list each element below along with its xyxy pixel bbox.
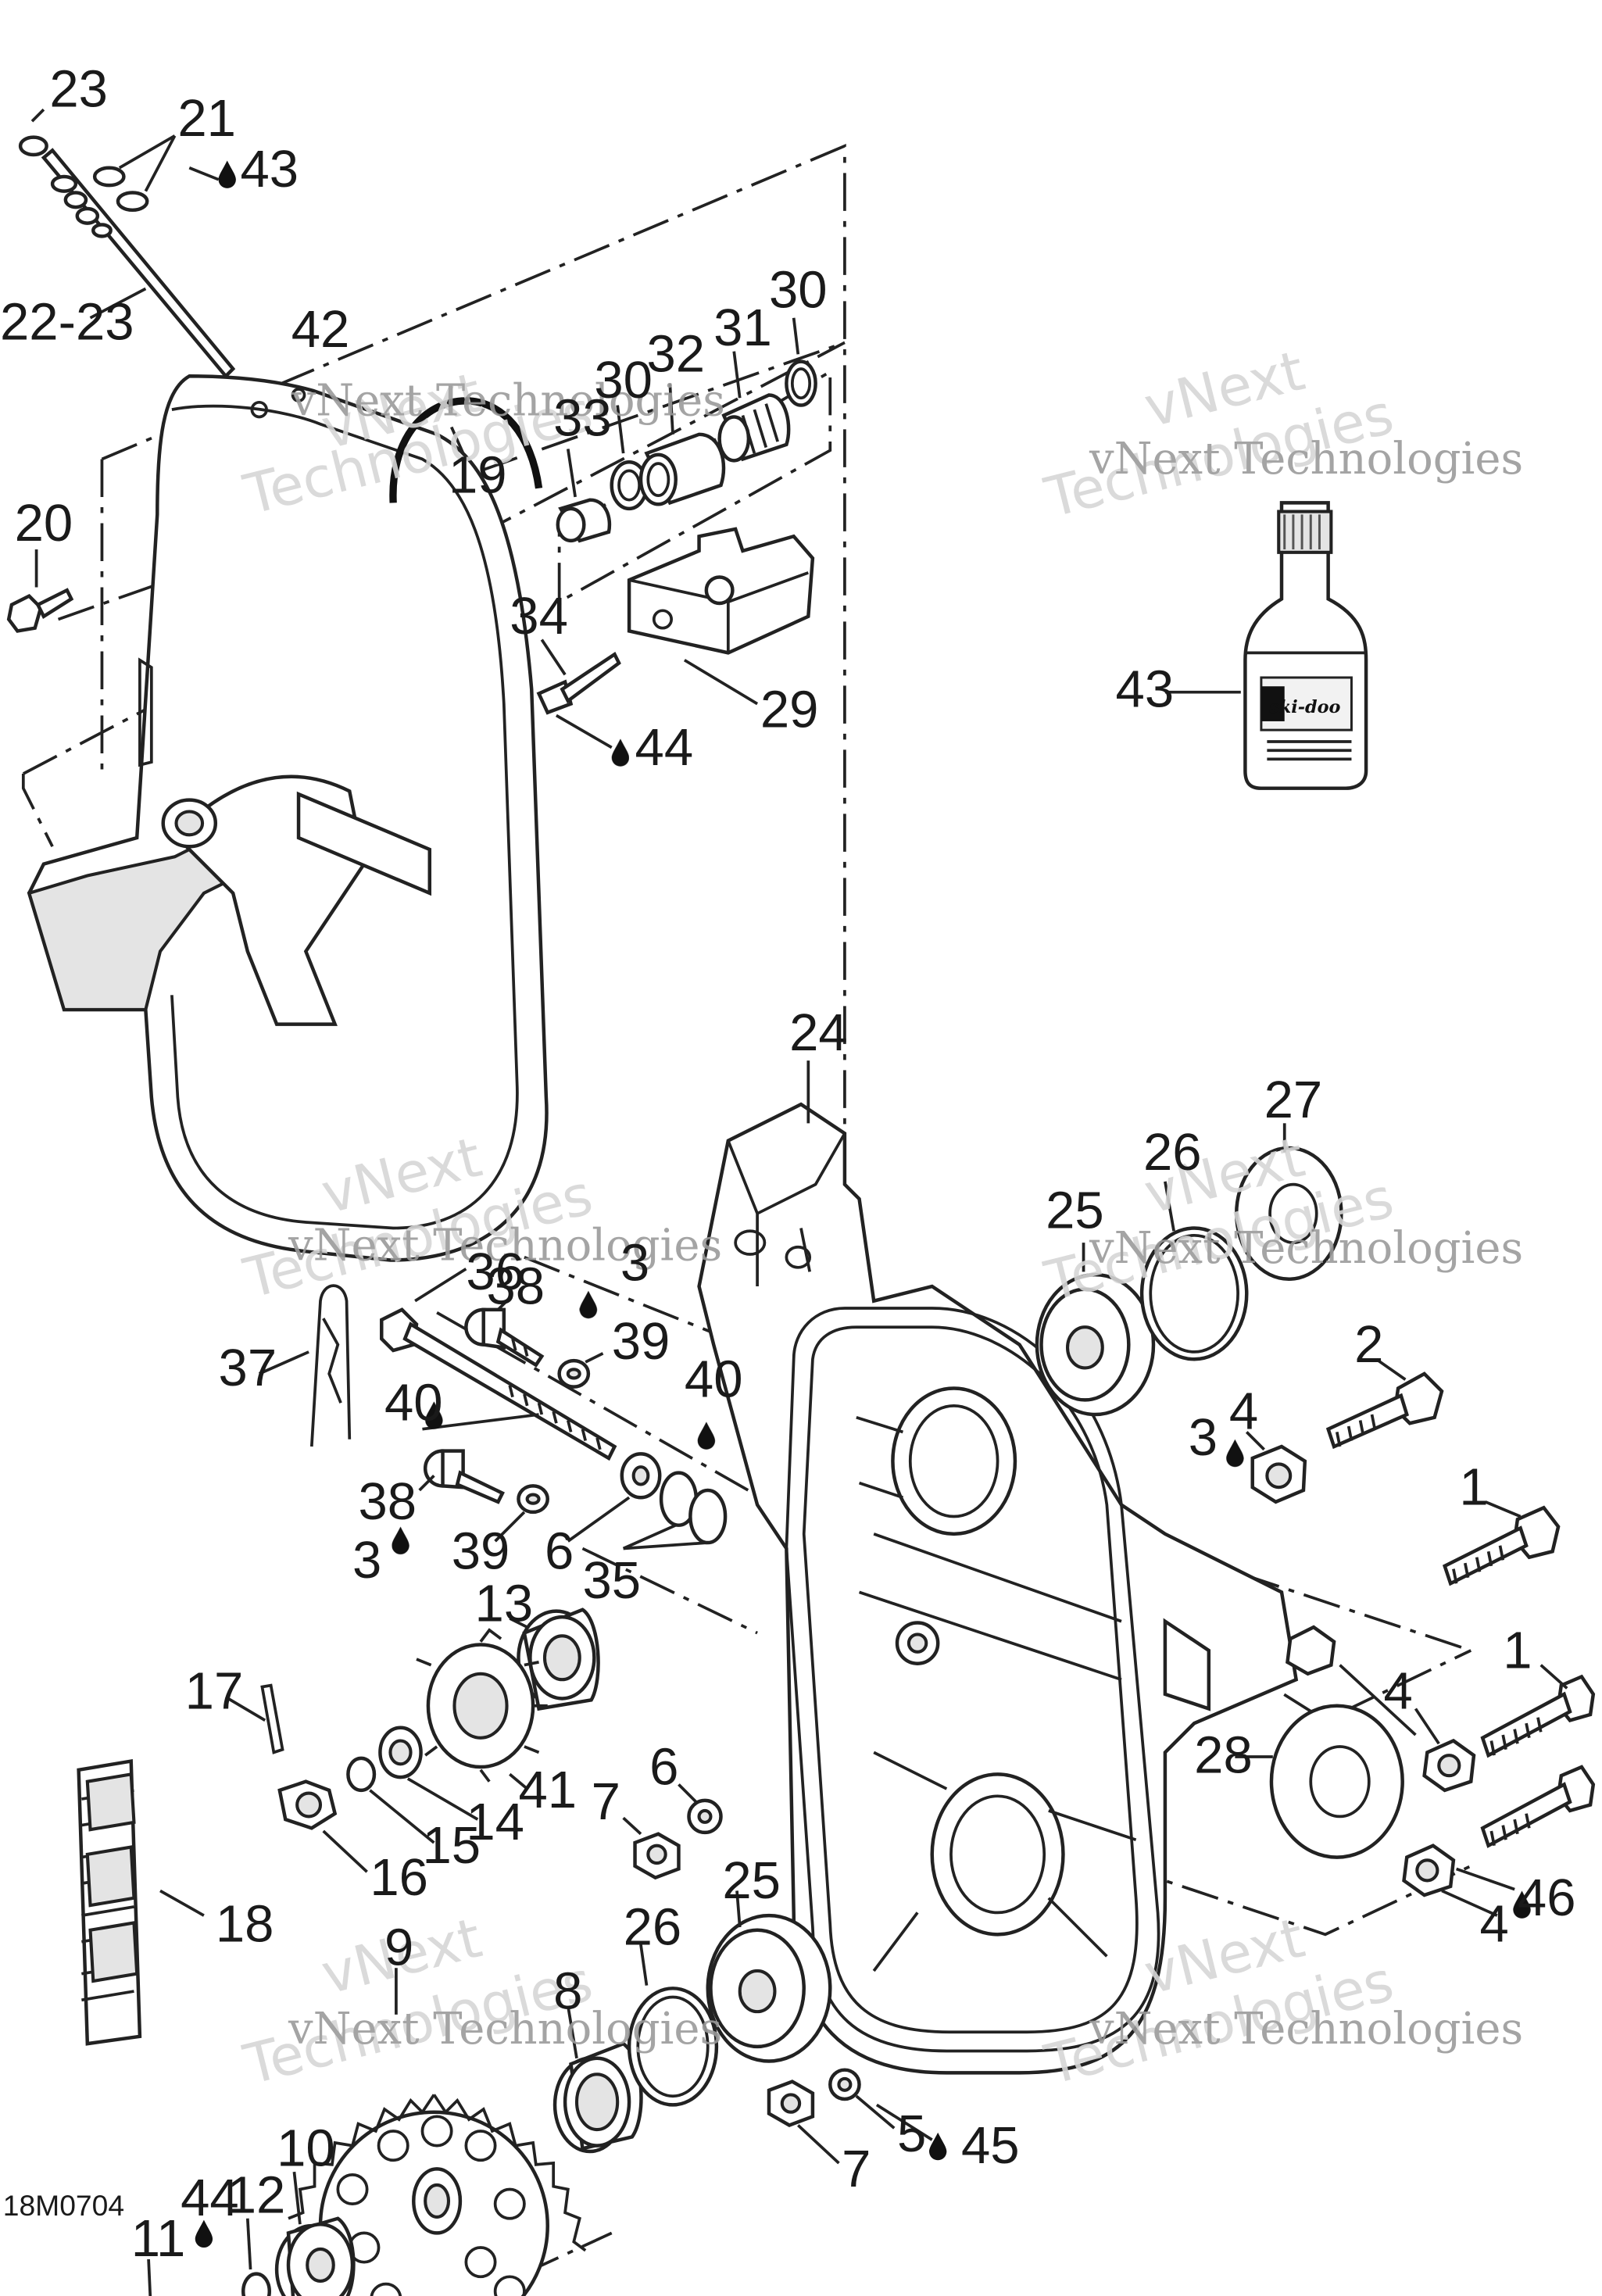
callout-label: 26: [624, 1897, 682, 1956]
drop-icon: [697, 1422, 716, 1450]
callout-label: 38: [486, 1257, 545, 1315]
callout-label: 34: [510, 587, 568, 646]
callout-label: 35: [582, 1551, 641, 1610]
drop-icon: [579, 1290, 598, 1319]
callout-label: 1: [1503, 1621, 1532, 1679]
callout-label: 11: [131, 2209, 186, 2268]
callout-label: 8: [553, 1962, 582, 2020]
callout-label: 43: [241, 140, 299, 198]
bottle-brand-label: ski-doo: [1268, 697, 1340, 717]
watermark-text: vNext Technologies: [1089, 2004, 1523, 2055]
drop-icon: [218, 160, 236, 188]
nut-washer-mid: [622, 1783, 723, 1880]
callout-label: 15: [422, 1816, 481, 1875]
callout-label: 4: [1383, 1662, 1412, 1721]
callout-label: 3: [352, 1531, 381, 1590]
callout-label: 37: [219, 1339, 277, 1397]
drop-icon: [929, 2132, 947, 2161]
drive-chain: [77, 1758, 205, 2046]
callout-label: 1: [1459, 1458, 1488, 1517]
callout-label: 12: [227, 2165, 286, 2224]
callout-label: 41: [518, 1761, 577, 1819]
callout-label: 39: [612, 1312, 670, 1371]
callout-label: 36: [466, 1243, 524, 1301]
chaincase-cover: [27, 374, 549, 1262]
upper-bushings: [556, 317, 817, 543]
callout-label: 30: [769, 261, 828, 320]
callout-label: 40: [384, 1374, 443, 1432]
callout-label: 6: [545, 1522, 574, 1581]
callout-label: 27: [1264, 1071, 1323, 1129]
fasteners-right: [1235, 1357, 1596, 1917]
watermark-text: vNext Technologies: [1089, 1223, 1523, 1274]
callout-label: 44: [635, 718, 694, 777]
callout-label: 4: [1479, 1895, 1508, 1954]
callout-label: 21: [177, 89, 236, 148]
callout-label: 6: [649, 1737, 678, 1796]
watermark-text: vNext Technologies: [288, 1221, 722, 1271]
wire-19: [389, 397, 543, 503]
callout-label: 32: [646, 325, 705, 384]
chaincase-housing: [697, 1060, 1299, 2075]
callout-label: 44: [181, 2169, 239, 2227]
drop-icon: [611, 739, 630, 767]
callout-label: 5: [897, 2105, 926, 2163]
callout-label: 30: [594, 351, 653, 409]
oil-bottle: [1164, 501, 1368, 790]
figure-code: 18M0704: [3, 2189, 124, 2222]
watermark-text: vNext Technologies: [288, 2004, 722, 2055]
driven-sprocket: [147, 1968, 587, 2296]
callout-label: 26: [1143, 1123, 1202, 1182]
callout-label: 45: [961, 2116, 1020, 2175]
callout-label: 3: [620, 1234, 649, 1293]
callout-label: 4: [1229, 1382, 1258, 1441]
callout-label: 20: [15, 494, 73, 553]
drive-gear-group: [224, 1608, 600, 1873]
callout-label: 25: [722, 1851, 781, 1910]
callout-label: 19: [449, 445, 507, 504]
callout-label: 13: [475, 1575, 534, 1633]
callout-label: 7: [842, 2140, 871, 2198]
callout-label: 10: [277, 2119, 335, 2178]
lower-bearings: [552, 1890, 933, 2165]
callout-label: 7: [592, 1772, 620, 1831]
callout-label: 29: [760, 680, 819, 739]
watermark-text: vNext Technologies: [291, 376, 725, 427]
tensioner-fasteners: [258, 1268, 728, 1550]
callout-label: 28: [1194, 1726, 1253, 1785]
callout-label: 3: [1189, 1408, 1218, 1467]
callout-label: 22-23: [0, 293, 134, 352]
callout-label: 9: [384, 1919, 413, 1977]
callout-label: 31: [713, 299, 772, 357]
upper-bearings: [1035, 1123, 1343, 1417]
callout-label: 39: [452, 1522, 510, 1581]
shift-shaft-assembly: [18, 108, 236, 379]
callout-label: 42: [291, 300, 350, 359]
drop-icon: [1226, 1439, 1244, 1468]
callout-label: 38: [358, 1472, 417, 1531]
callout-label: 17: [185, 1662, 244, 1721]
callout-label: 14: [466, 1793, 524, 1851]
callout-label: 40: [685, 1350, 743, 1409]
callout-label: 16: [370, 1848, 428, 1907]
watermark-text: vNext Technologies: [1089, 434, 1523, 485]
callout-label: 24: [789, 1003, 848, 1062]
callout-labels: 23 21 43 22-23 42 30 31 32 30 33 19 20 3…: [0, 60, 1576, 2269]
callout-label: 18: [216, 1895, 274, 1954]
callout-label: 46: [1518, 1869, 1576, 1927]
callout-label: 43: [1116, 660, 1175, 718]
tensioner-block: [536, 527, 815, 749]
callout-label: 2: [1354, 1315, 1383, 1374]
callout-label: 33: [553, 389, 612, 448]
callout-label: 25: [1046, 1182, 1104, 1240]
bolt-20: [6, 549, 74, 633]
callout-label: 23: [49, 60, 108, 119]
